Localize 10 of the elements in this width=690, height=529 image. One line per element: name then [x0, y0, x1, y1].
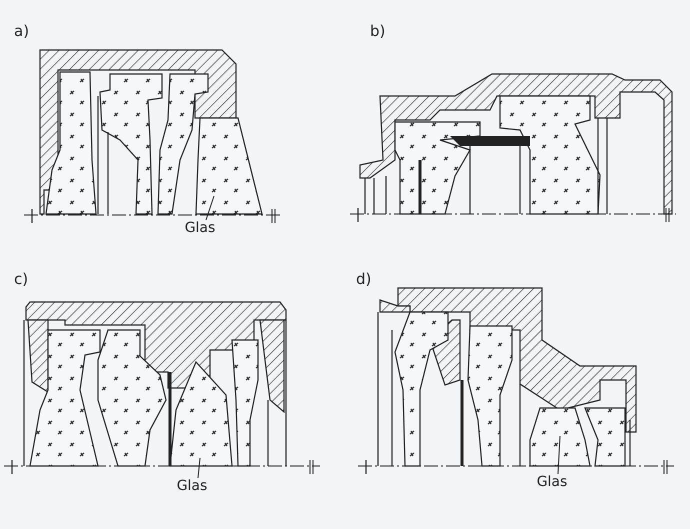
leader-line — [206, 196, 214, 220]
panel-label: a) — [14, 22, 30, 40]
panel-label: c) — [14, 270, 28, 288]
leader-line — [198, 458, 200, 478]
part-label: Glas — [532, 474, 572, 490]
part-label: Glas — [180, 220, 220, 236]
panel-label: d) — [356, 270, 372, 288]
leader-line — [558, 436, 560, 474]
panel-label: b) — [370, 22, 386, 40]
part-label: Glas — [172, 478, 212, 494]
